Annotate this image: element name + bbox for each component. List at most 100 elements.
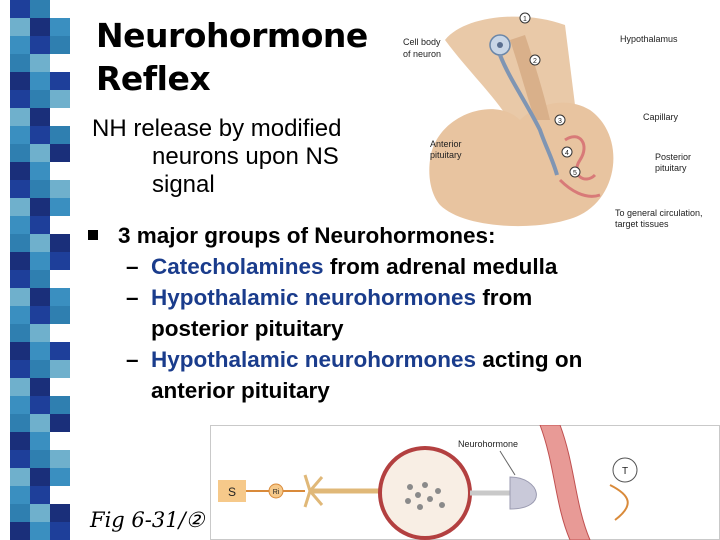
strip-square [30,306,50,324]
marker-3: 3 [558,118,562,125]
strip-square [10,486,30,504]
capillary-vessel-2 [558,178,601,198]
label-hypothalamus: Hypothalamus [620,34,678,44]
strip-square [50,252,70,270]
strip-square [50,234,70,252]
bullet-main: 3 major groups of Neurohormones: [118,223,496,248]
strip-square [50,198,70,216]
strip-square [50,288,70,306]
strip-square [10,252,30,270]
strip-square [50,450,70,468]
bullet-marker [88,230,98,240]
strip-square [10,126,30,144]
strip-square [50,360,70,378]
hypothalamic-cell [378,446,472,540]
strip-square [50,126,70,144]
strip-square [50,396,70,414]
strip-square [10,36,30,54]
sub-highlight: Hypothalamic neurohormones [151,347,477,372]
strip-square [10,414,30,432]
sub-continuation: anterior pituitary [151,378,330,403]
strip-square [30,414,50,432]
title-line-1: Neurohormone [96,16,368,55]
intro-text: NH release by modified neurons upon NS s… [92,115,341,199]
nerve-terminal [509,476,537,510]
label-anterior: Anterior [430,139,462,149]
sub-continuation: posterior pituitary [151,316,344,341]
strip-square [10,522,30,540]
strip-square [30,522,50,540]
strip-square [50,468,70,486]
intro-line-1: NH release by modified [92,115,342,142]
label-target-tissues: target tissues [615,219,669,229]
hormone-dots [405,482,445,510]
target-arrow [609,484,629,521]
strip-square [10,234,30,252]
bullet-list: 3 major groups of Neurohormones: –Catech… [88,220,698,406]
label-general-circulation: To general circulation, [615,208,703,218]
strip-square [10,432,30,450]
strip-square [50,414,70,432]
strip-square [30,126,50,144]
title-line-2: Reflex [96,59,211,98]
sub-item-catecholamines: –Catecholamines from adrenal medulla [88,251,698,282]
intro-line-2: neurons upon NS [152,143,339,170]
strip-square [50,18,70,36]
label-pointer [499,450,516,476]
strip-square [50,522,70,540]
strip-square [10,450,30,468]
sub-highlight: Catecholamines [151,254,324,279]
label-posterior: Posterior [655,152,691,162]
stimulus-box [218,480,246,502]
neuron-dendrites [303,474,324,508]
strip-square [30,342,50,360]
strip-square [10,90,30,108]
strip-square [30,504,50,522]
strip-square [30,396,50,414]
strip-square [10,306,30,324]
strip-square [50,180,70,198]
step-markers: 1 2 3 4 5 [519,12,581,178]
strip-square [50,342,70,360]
target-label: T [622,466,628,477]
receptor-label: Ri [273,489,280,496]
strip-square [30,270,50,288]
strip-square [10,54,30,72]
capillary-vessel [564,135,597,181]
intro-line-3: signal [152,171,215,198]
strip-square [10,360,30,378]
marker-5: 5 [573,170,577,177]
strip-square [10,72,30,90]
marker-2: 2 [533,58,537,65]
strip-square [30,234,50,252]
label-of-neuron: of neuron [403,49,441,59]
strip-square [30,90,50,108]
label-capillary: Capillary [643,112,679,122]
figure-caption: Fig 6-31/② [90,508,205,532]
strip-square [30,216,50,234]
blood-vessel [539,425,591,540]
strip-square [50,90,70,108]
strip-square [10,216,30,234]
sub-dash: – [126,285,139,310]
strip-square [30,198,50,216]
label-anterior-pituitary: pituitary [430,150,462,160]
strip-square [10,18,30,36]
strip-square [50,36,70,54]
strip-square [30,252,50,270]
decorative-strip [0,0,72,540]
sub-item-posterior: –Hypothalamic neurohormones from posteri… [88,282,698,344]
strip-square [10,180,30,198]
strip-square [10,378,30,396]
strip-square [10,396,30,414]
slide-title: Neurohormone Reflex [96,14,368,100]
strip-square [30,144,50,162]
neurohormone-pathway-diagram: S Ri Neurohormone T [210,425,720,540]
strip-square [10,342,30,360]
neuron-axon [498,54,559,176]
stimulus-label: S [228,485,236,499]
strip-square [30,54,50,72]
neurohormone-label: Neurohormone [458,439,518,449]
strip-square [30,486,50,504]
strip-square [50,306,70,324]
